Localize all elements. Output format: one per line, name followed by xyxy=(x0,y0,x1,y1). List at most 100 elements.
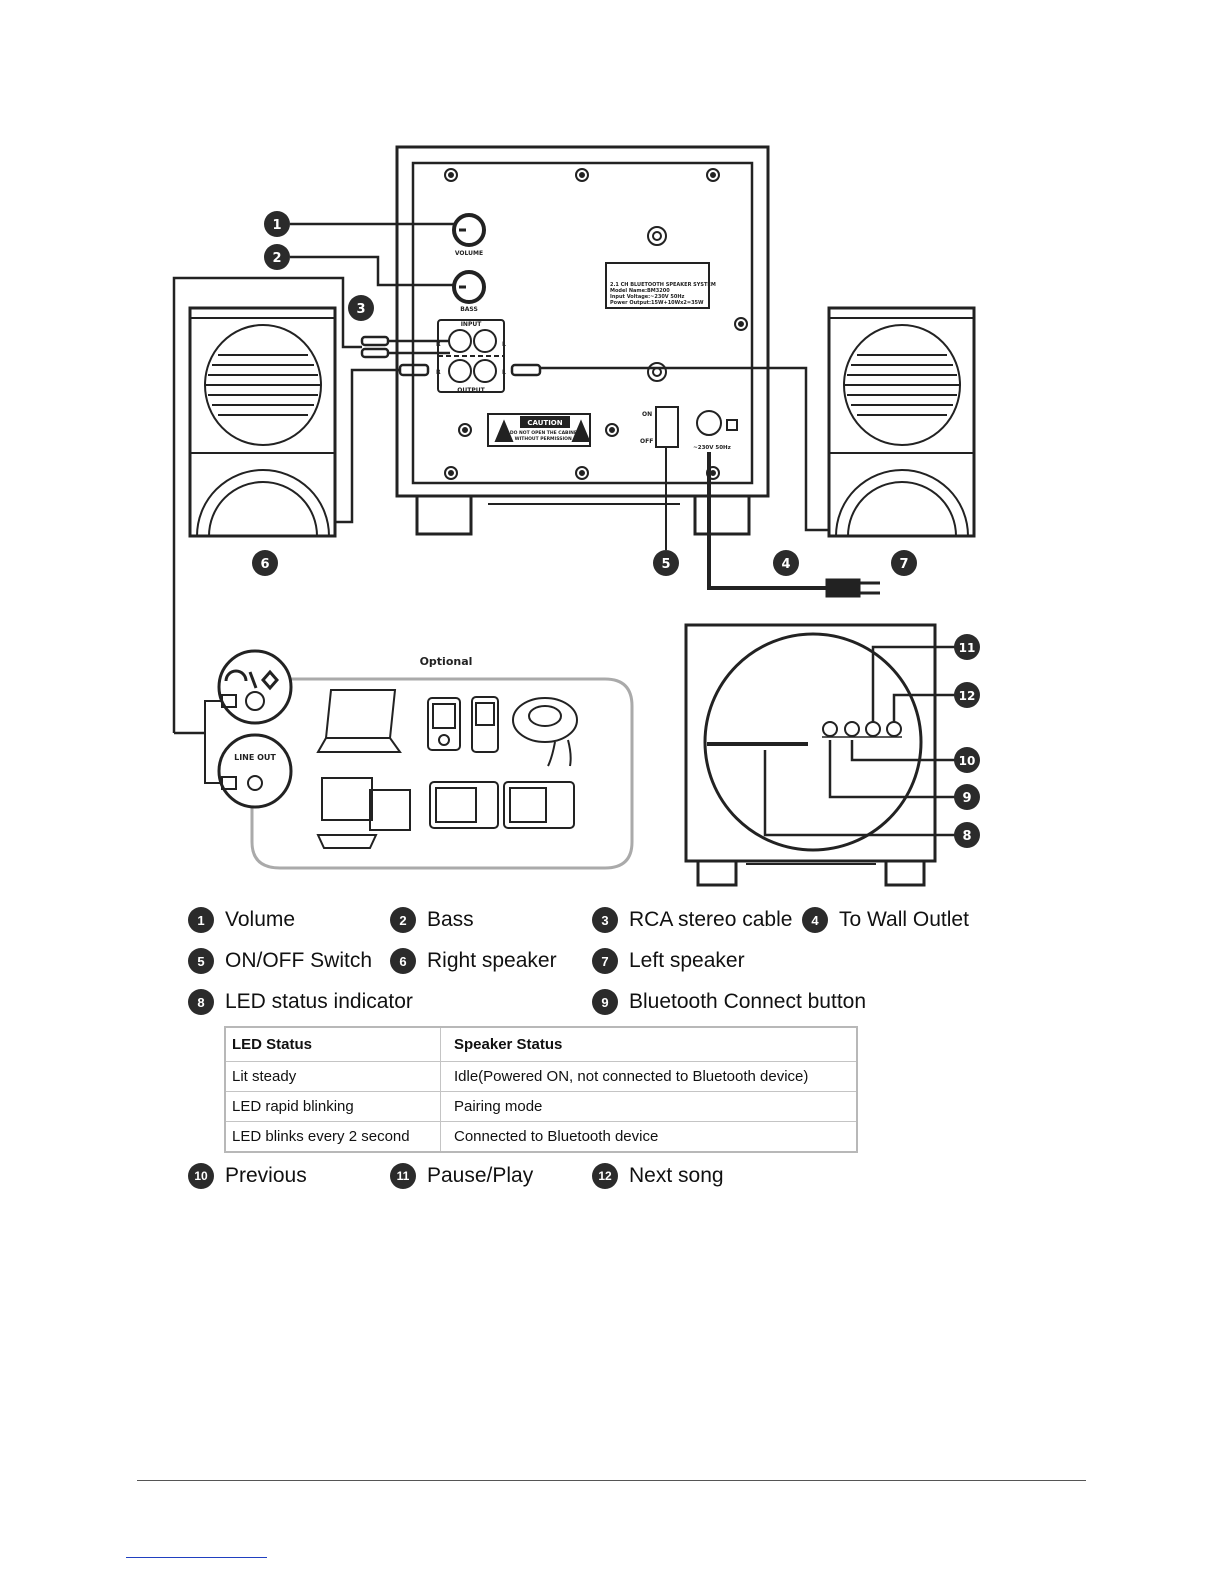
legend-item-next-song: 12 Next song xyxy=(592,1163,724,1189)
spec-line-3: Input Voltage:~230V 50Hz xyxy=(610,294,685,300)
led-status-table: LED Status Speaker Status Lit steady Idl… xyxy=(224,1026,858,1153)
svg-text:1: 1 xyxy=(272,218,281,233)
legend-item-bass: 2 Bass xyxy=(390,907,474,933)
table-row: LED blinks every 2 second Connected to B… xyxy=(224,1121,858,1153)
table-cell: LED blinks every 2 second xyxy=(224,1121,441,1153)
legend-item-wall-outlet: 4 To Wall Outlet xyxy=(802,907,969,933)
input-l-label: L xyxy=(502,341,506,348)
table-row: Lit steady Idle(Powered ON, not connecte… xyxy=(224,1061,858,1092)
line-out-icon xyxy=(217,733,293,809)
handheld-device-icon xyxy=(503,781,575,829)
input-label: INPUT xyxy=(461,321,483,328)
output-r-label: R xyxy=(436,369,441,376)
previous-button xyxy=(844,721,860,737)
table-cell: Idle(Powered ON, not connected to Blueto… xyxy=(440,1061,858,1092)
switch-on-label: ON xyxy=(642,411,652,418)
svg-text:6: 6 xyxy=(260,557,269,572)
mp3-player-icon xyxy=(427,697,461,751)
optional-devices-panel xyxy=(250,677,634,870)
svg-text:4: 4 xyxy=(781,557,790,572)
right-speaker-cable xyxy=(335,363,430,524)
legend-label: Left speaker xyxy=(629,949,745,972)
svg-text:7: 7 xyxy=(899,557,908,572)
callout-2: 2 xyxy=(264,244,290,270)
cd-player-icon xyxy=(512,697,578,767)
legend-label: ON/OFF Switch xyxy=(225,949,373,972)
callout-1: 1 xyxy=(264,211,290,237)
callout-lines xyxy=(290,222,455,287)
media-player-icon xyxy=(429,781,499,829)
table-cell: Lit steady xyxy=(224,1061,441,1092)
svg-text:10: 10 xyxy=(959,754,976,768)
legend-row-3: 8 LED status indicator 9 Bluetooth Conne… xyxy=(188,989,1088,1019)
legend-label: Bluetooth Connect button xyxy=(629,990,867,1013)
spec-line-1: 2.1 CH BLUETOOTH SPEAKER SYSTEM xyxy=(610,282,716,288)
callout-9: 9 xyxy=(954,784,980,810)
callout-4: 4 xyxy=(773,550,799,576)
callout-3: 3 xyxy=(348,295,374,321)
power-rating-label: ~230V 50Hz xyxy=(693,445,731,451)
power-cord xyxy=(707,452,880,598)
callout-6: 6 xyxy=(252,550,278,576)
right-speaker-icon xyxy=(188,306,337,538)
legend-item-left-speaker: 7 Left speaker xyxy=(592,948,745,974)
legend-item-on-off-switch: 5 ON/OFF Switch xyxy=(188,948,372,974)
svg-text:12: 12 xyxy=(959,689,976,703)
caution-line-1: DO NOT OPEN THE CABINET xyxy=(510,430,581,436)
legend-label: Right speaker xyxy=(427,949,557,972)
volume-knob-icon xyxy=(452,213,486,247)
legend-item-led-status: 8 LED status indicator xyxy=(188,989,413,1015)
legend-label: Volume xyxy=(225,908,296,931)
table-row: LED rapid blinking Pairing mode xyxy=(224,1091,858,1122)
switch-off-label: OFF xyxy=(640,438,653,445)
caution-sticker xyxy=(487,413,591,447)
bluetooth-connect-button xyxy=(822,721,838,737)
bass-knob-icon xyxy=(452,270,486,304)
left-speaker-icon xyxy=(827,306,976,538)
svg-text:2: 2 xyxy=(272,251,281,266)
legend-row-2: 5 ON/OFF Switch 6 Right speaker 7 Left s… xyxy=(188,948,1088,978)
legend-label: LED status indicator xyxy=(225,990,413,1013)
svg-text:9: 9 xyxy=(962,791,971,806)
table-cell: Connected to Bluetooth device xyxy=(440,1121,858,1153)
legend-item-right-speaker: 6 Right speaker xyxy=(390,948,557,974)
footer-link-underline[interactable] xyxy=(126,1557,267,1558)
optional-label: Optional xyxy=(420,655,473,668)
footer-divider xyxy=(137,1480,1086,1481)
legend-item-bluetooth-connect: 9 Bluetooth Connect button xyxy=(592,989,866,1015)
output-l-label: L xyxy=(502,369,506,376)
caution-line-2: WITHOUT PERMISSION ! xyxy=(515,436,576,442)
svg-text:8: 8 xyxy=(962,829,971,844)
spec-plate xyxy=(605,262,710,309)
subwoofer-front-panel xyxy=(684,623,937,887)
svg-text:5: 5 xyxy=(661,557,670,572)
legend-label: Previous xyxy=(225,1164,307,1187)
headphone-jack-icon xyxy=(217,649,293,725)
mobile-phone-icon xyxy=(471,696,499,753)
table-cell: Pairing mode xyxy=(440,1091,858,1122)
callout-12: 12 xyxy=(954,682,980,708)
power-socket xyxy=(696,410,738,436)
legend-label: Bass xyxy=(427,908,474,931)
table-cell: LED rapid blinking xyxy=(224,1091,441,1122)
front-buttons xyxy=(822,721,902,737)
line-out-cable xyxy=(204,700,222,784)
laptop-icon xyxy=(316,689,402,753)
rca-stereo-cable xyxy=(172,276,450,735)
left-speaker-cable xyxy=(510,363,829,532)
bass-label: BASS xyxy=(460,306,478,313)
callout-11: 11 xyxy=(954,634,980,660)
legend-label: Next song xyxy=(629,1164,724,1187)
svg-text:3: 3 xyxy=(356,302,365,317)
pause-play-button xyxy=(865,721,881,737)
legend-item-volume: 1 Volume xyxy=(188,907,295,933)
speaker-connection-diagram: VOLUME BASS INPUT OUTPUT R L R L 2.1 CH … xyxy=(172,145,980,887)
table-header-speaker-status: Speaker Status xyxy=(440,1026,858,1062)
legend-item-previous: 10 Previous xyxy=(188,1163,307,1189)
svg-text:11: 11 xyxy=(959,641,976,655)
front-callout-lines xyxy=(763,645,955,837)
callout-7: 7 xyxy=(891,550,917,576)
legend-label: To Wall Outlet xyxy=(839,908,969,931)
legend-label: Pause/Play xyxy=(427,1164,534,1187)
subwoofer-rear-panel xyxy=(395,145,770,536)
